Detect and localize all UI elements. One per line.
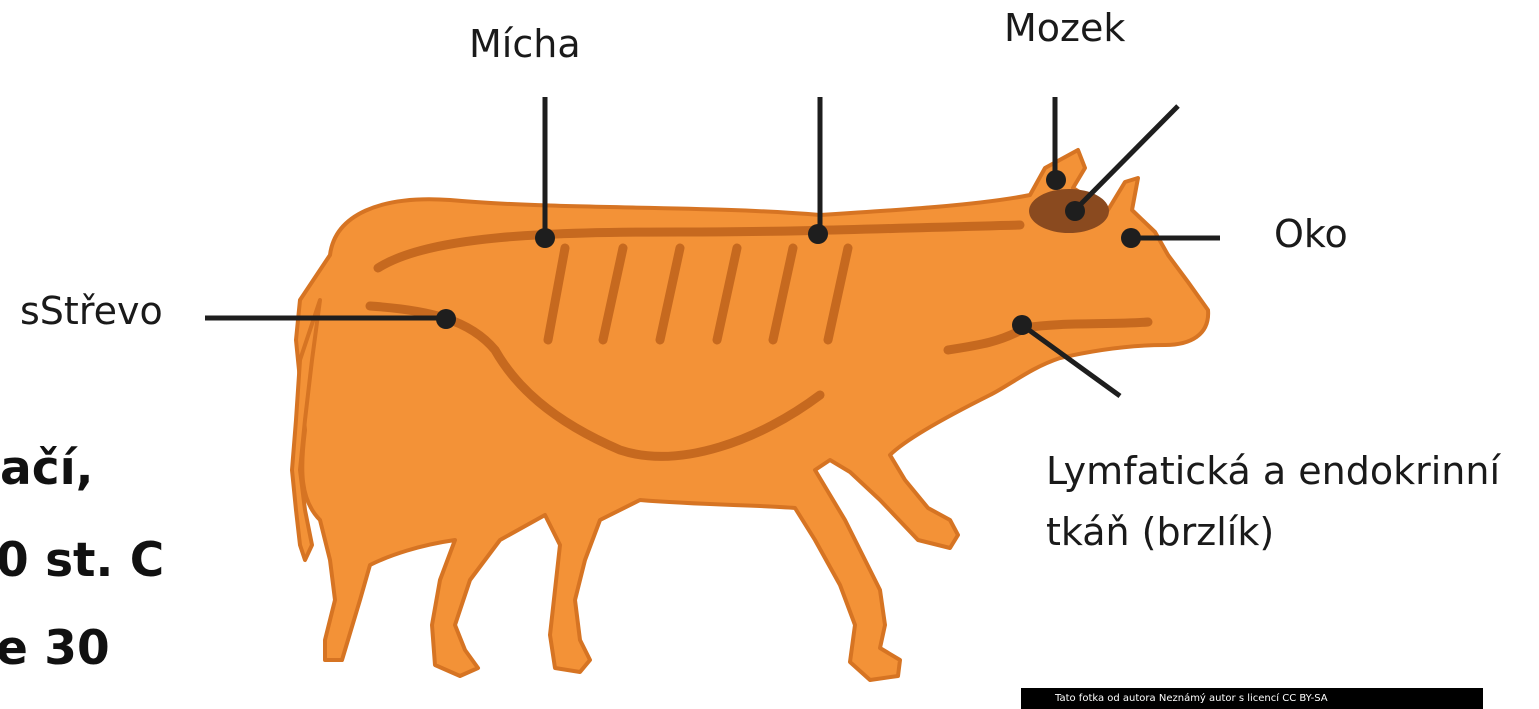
eye-dot bbox=[1121, 228, 1141, 248]
left-text-line-2: 0 st. C bbox=[0, 537, 164, 584]
lymph-dot bbox=[1012, 315, 1032, 335]
label-lymph-line2: tkáň (brzlík) bbox=[1046, 510, 1274, 556]
left-text-line-1: ačí, bbox=[0, 445, 94, 492]
label-strevo: sStřevo bbox=[20, 289, 163, 335]
spinal-cord-dot-2 bbox=[808, 224, 828, 244]
label-mozek: Mozek bbox=[1004, 6, 1125, 52]
spinal-cord-dot bbox=[535, 228, 555, 248]
label-oko: Oko bbox=[1274, 212, 1348, 258]
label-micha: Mícha bbox=[469, 22, 581, 68]
brain-inner-dot bbox=[1065, 201, 1085, 221]
label-lymph-line1: Lymfatická a endokrinní bbox=[1046, 449, 1500, 495]
brain-dot bbox=[1046, 170, 1066, 190]
left-text-line-3: e 30 bbox=[0, 625, 110, 672]
image-credit: Tato fotka od autora Neznámý autor s lic… bbox=[1021, 688, 1483, 709]
intestine-dot bbox=[436, 309, 456, 329]
